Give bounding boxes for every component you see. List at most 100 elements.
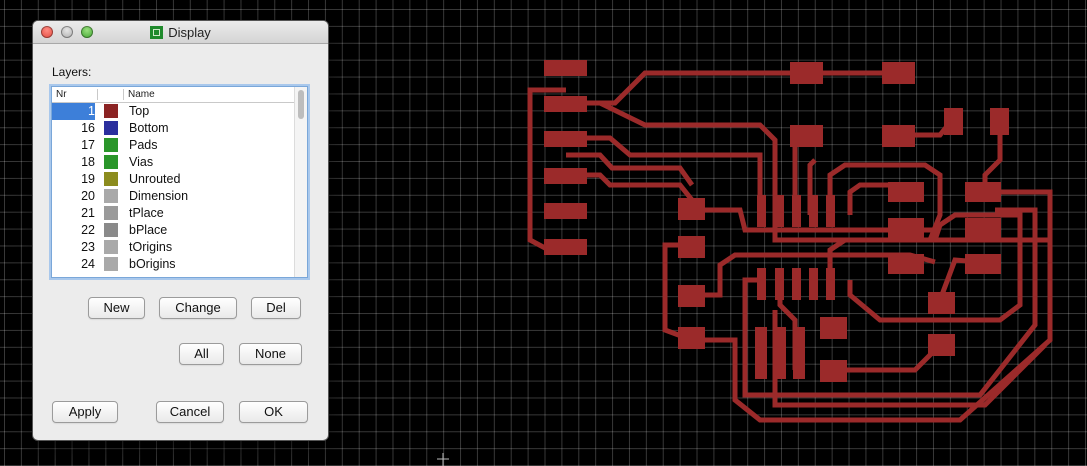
smd-pad[interactable] [990,108,1009,135]
layer-number: 17 [81,138,95,152]
crosshair-cursor-icon [437,453,449,466]
layer-name: tPlace [129,206,164,220]
cancel-button[interactable]: Cancel [156,401,224,423]
smd-pad[interactable] [888,218,924,238]
layer-color-swatch [104,121,118,135]
layer-number: 19 [81,172,95,186]
trace[interactable] [692,207,935,233]
ic-pad[interactable] [775,268,784,300]
ic-pad[interactable] [826,195,835,227]
trace[interactable] [566,152,695,187]
window-title: Display [168,25,211,40]
layer-row[interactable]: 21 tPlace [52,205,295,222]
smd-pad[interactable] [790,62,823,84]
window-title-group: Display [33,25,328,40]
layer-color-swatch [104,172,118,186]
smd-pad[interactable] [888,254,924,274]
ic-pad[interactable] [757,195,766,227]
ic-pad[interactable] [792,195,801,227]
ic-pad[interactable] [755,327,767,379]
smd-pad[interactable] [944,108,963,135]
ic-pad[interactable] [793,327,805,379]
column-divider [123,89,124,100]
minimize-window-button[interactable] [61,26,73,38]
ic-pad[interactable] [826,268,835,300]
trace[interactable] [566,135,763,215]
smd-pad[interactable] [928,292,955,314]
select-all-button[interactable]: All [179,343,224,365]
title-bar[interactable]: Display [33,21,328,44]
smd-pad[interactable] [544,96,587,112]
layer-color-swatch [104,240,118,254]
select-none-button[interactable]: None [239,343,302,365]
smd-pad[interactable] [544,131,587,147]
trace[interactable] [847,182,910,215]
trace[interactable] [835,343,942,373]
layer-number: 20 [81,189,95,203]
layer-color-swatch [104,257,118,271]
smd-pad[interactable] [544,203,587,219]
trace[interactable] [827,162,943,241]
smd-pad[interactable] [820,360,847,382]
column-header-nr[interactable]: Nr [56,89,67,100]
new-layer-button[interactable]: New [88,297,145,319]
smd-pad[interactable] [678,285,705,307]
smd-pad[interactable] [678,198,705,220]
apply-button[interactable]: Apply [52,401,118,423]
ic-pad[interactable] [792,268,801,300]
smd-pad[interactable] [928,334,955,356]
change-layer-button[interactable]: Change [159,297,237,319]
list-scrollbar[interactable] [294,87,307,277]
trace[interactable] [772,310,1047,408]
trace[interactable] [692,189,1053,423]
ic-pad[interactable] [809,195,818,227]
eagle-app-icon [150,26,164,39]
layer-number: 22 [81,223,95,237]
smd-pad[interactable] [888,182,924,202]
smd-pad[interactable] [820,317,847,339]
layers-label: Layers: [52,65,92,79]
ic-pad[interactable] [809,268,818,300]
trace[interactable] [827,212,1023,323]
scroll-thumb[interactable] [298,90,304,119]
ic-pad[interactable] [775,195,784,227]
layer-name: Top [129,104,150,118]
smd-pad[interactable] [965,182,1001,202]
delete-layer-button[interactable]: Del [251,297,301,319]
trace[interactable] [742,207,1038,398]
trace[interactable] [566,70,898,106]
layer-color-swatch [104,155,118,169]
zoom-window-button[interactable] [81,26,93,38]
trace[interactable] [566,100,1050,243]
ok-button[interactable]: OK [239,401,308,423]
ic-pad[interactable] [757,268,766,300]
smd-pad[interactable] [678,236,705,258]
ic-pad[interactable] [774,327,786,379]
layer-color-swatch [104,138,118,152]
layer-number: 21 [81,206,95,220]
column-header-name[interactable]: Name [128,89,155,100]
column-divider [97,89,98,100]
smd-pad[interactable] [965,218,1001,238]
smd-pad[interactable] [790,125,823,147]
smd-pad[interactable] [544,239,587,255]
smd-pad[interactable] [882,125,915,147]
layer-name: Vias [129,155,154,169]
smd-pad[interactable] [544,168,587,184]
smd-pad[interactable] [678,327,705,349]
smd-pad[interactable] [882,62,915,84]
smd-pad[interactable] [544,60,587,76]
smd-pad[interactable] [965,254,1001,274]
close-window-button[interactable] [41,26,53,38]
